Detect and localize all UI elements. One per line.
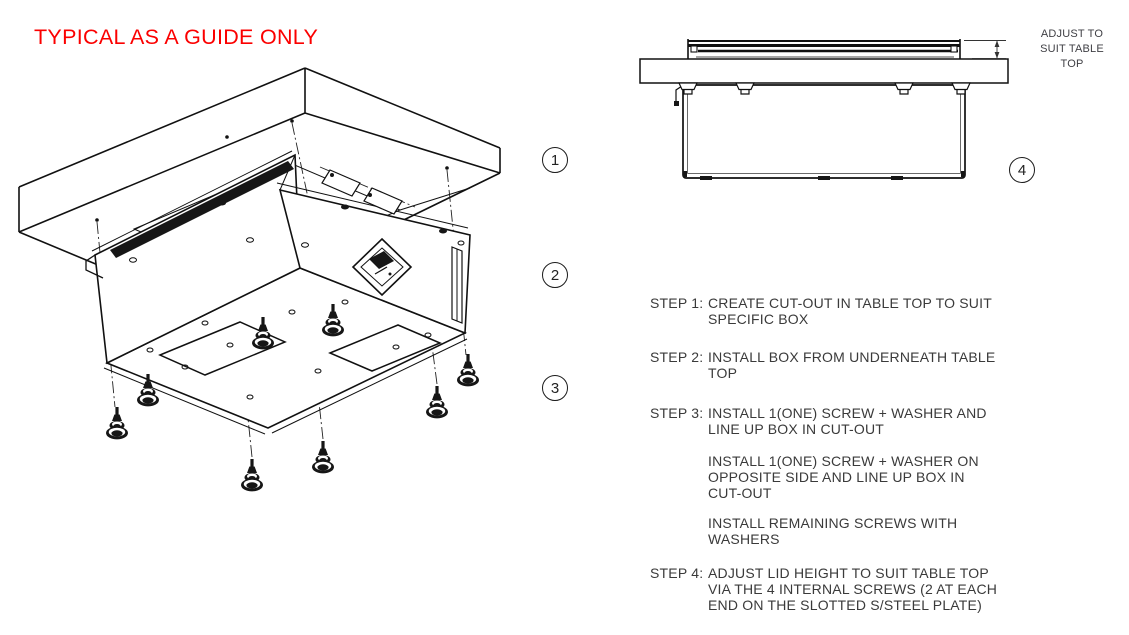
- balloon-1: 1: [542, 147, 568, 173]
- box-body: [674, 84, 966, 180]
- step-2-line: TOP: [708, 365, 738, 381]
- balloon-3-label: 3: [550, 379, 560, 397]
- step-3-continued: INSTALL REMAINING SCREWS WITH WASHERS: [650, 515, 957, 547]
- step-1-line: SPECIFIC BOX: [708, 311, 809, 327]
- step-3: STEP 3: INSTALL 1(ONE) SCREW + WASHER AN…: [650, 405, 987, 437]
- step-3-continued: INSTALL 1(ONE) SCREW + WASHER ON OPPOSIT…: [650, 453, 979, 501]
- balloon-1-label: 1: [550, 151, 560, 169]
- step-3-line: LINE UP BOX IN CUT-OUT: [708, 421, 885, 437]
- adjust-annotation-line: SUIT TABLE: [1040, 43, 1104, 55]
- step-1-label: STEP 1:: [650, 295, 704, 311]
- balloon-4: 4: [1009, 157, 1035, 183]
- step-2-line: INSTALL BOX FROM UNDERNEATH TABLE: [708, 349, 996, 365]
- step-3-line: INSTALL 1(ONE) SCREW + WASHER ON: [708, 453, 979, 469]
- clamp-screws: [678, 82, 971, 95]
- step-4-line: END ON THE SLOTTED S/STEEL PLATE): [708, 597, 982, 613]
- step-3-line: OPPOSITE SIDE AND LINE UP BOX IN: [708, 469, 965, 485]
- step-2-label: STEP 2:: [650, 349, 704, 365]
- step-3-line: INSTALL REMAINING SCREWS WITH: [708, 515, 958, 531]
- adjust-annotation-line: TOP: [1060, 58, 1084, 70]
- step-4-label: STEP 4:: [650, 565, 704, 581]
- balloon-2-label: 2: [550, 266, 560, 284]
- balloon-3: 3: [542, 375, 568, 401]
- page-title: TYPICAL AS A GUIDE ONLY: [34, 25, 319, 49]
- table-top-section: [639, 58, 1009, 84]
- step-3-label: STEP 3:: [650, 405, 704, 421]
- side-section-view: [639, 39, 1009, 180]
- step-3-line: WASHERS: [708, 531, 780, 547]
- bottom-plate: [146, 299, 442, 400]
- iec-outlet: [351, 237, 413, 297]
- balloon-2: 2: [542, 262, 568, 288]
- adjust-annotation: ADJUST TO SUIT TABLE TOP: [1030, 27, 1114, 72]
- step-4-line: VIA THE 4 INTERNAL SCREWS (2 AT EACH: [708, 581, 998, 597]
- height-dimension: [964, 40, 1006, 59]
- step-1-line: CREATE CUT-OUT IN TABLE TOP TO SUIT: [708, 295, 992, 311]
- adjustable-lid: [687, 39, 961, 59]
- step-1: STEP 1: CREATE CUT-OUT IN TABLE TOP TO S…: [650, 295, 992, 327]
- step-3-line: INSTALL 1(ONE) SCREW + WASHER AND: [708, 405, 987, 421]
- step-4: STEP 4: ADJUST LID HEIGHT TO SUIT TABLE …: [650, 565, 997, 613]
- step-3-line: CUT-OUT: [708, 485, 772, 501]
- step-4-line: ADJUST LID HEIGHT TO SUIT TABLE TOP: [708, 565, 989, 581]
- balloon-4-label: 4: [1017, 161, 1027, 179]
- exploded-isometric-view: [18, 67, 501, 492]
- adjust-annotation-line: ADJUST TO: [1040, 28, 1104, 40]
- step-2: STEP 2: INSTALL BOX FROM UNDERNEATH TABL…: [650, 349, 995, 381]
